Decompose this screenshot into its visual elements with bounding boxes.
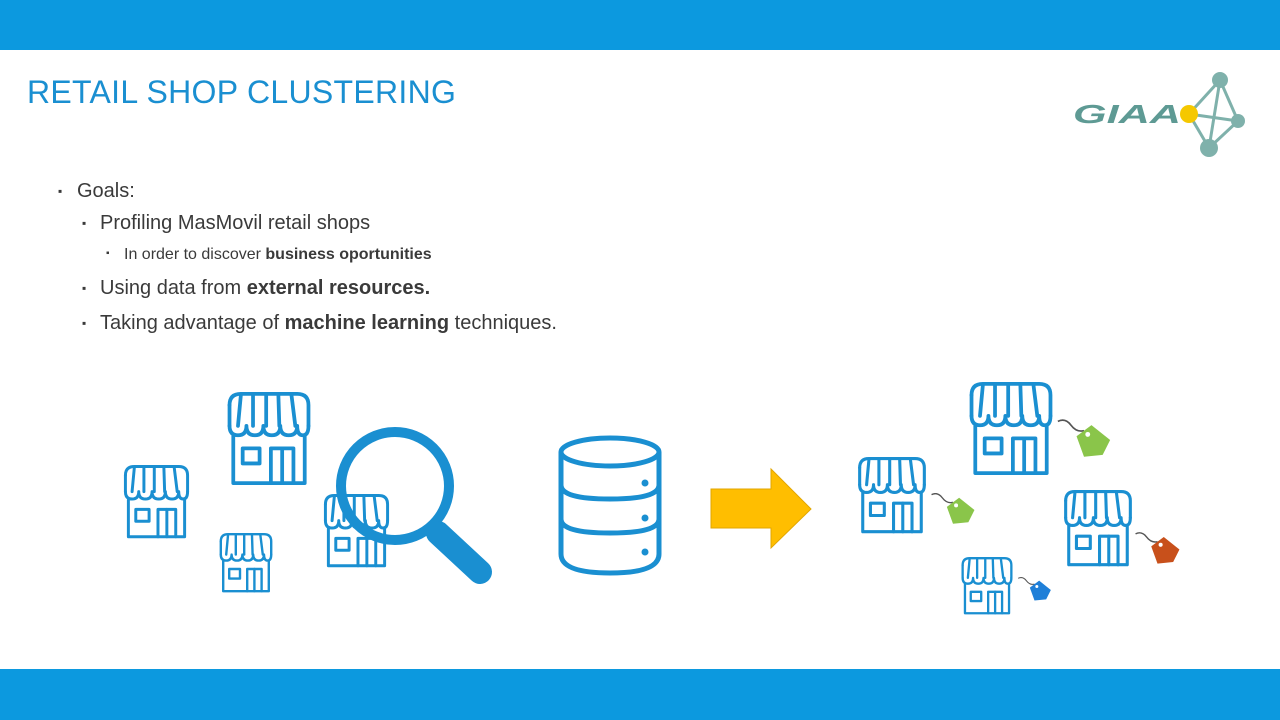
shop-icon	[227, 392, 311, 486]
shop-icon	[1064, 490, 1132, 567]
logo-text: GIAA	[1073, 99, 1181, 129]
bullet-using: ▪Using data from external resources.	[82, 277, 431, 299]
price-tag-icon	[1057, 419, 1111, 458]
giaa-logo: GIAA	[1073, 72, 1245, 157]
bullet-profiling: ▪Profiling MasMovil retail shops	[82, 212, 371, 234]
shop-icon	[969, 382, 1053, 476]
right-arrow-icon	[710, 467, 812, 550]
bullet-discover: ▪In order to discover business oportunit…	[106, 246, 432, 263]
database-icon	[558, 435, 662, 576]
left-shops	[123, 392, 390, 593]
price-tag-icon	[930, 493, 976, 525]
price-tag-icon	[1017, 576, 1052, 602]
bullet-goals: ▪Goals:	[58, 180, 135, 202]
right-shops	[858, 382, 1132, 615]
top-band	[0, 0, 1280, 50]
magnifier-icon	[336, 427, 492, 584]
slide-title: RETAIL SHOP CLUSTERING	[27, 74, 457, 110]
shop-icon	[961, 557, 1013, 615]
bullet-taking: ▪Taking advantage of machine learning te…	[82, 312, 557, 334]
bottom-band	[0, 669, 1280, 720]
shop-icon	[123, 465, 190, 539]
price-tag-icon	[1134, 532, 1181, 565]
shop-icon	[219, 533, 273, 593]
shop-icon	[858, 457, 926, 534]
